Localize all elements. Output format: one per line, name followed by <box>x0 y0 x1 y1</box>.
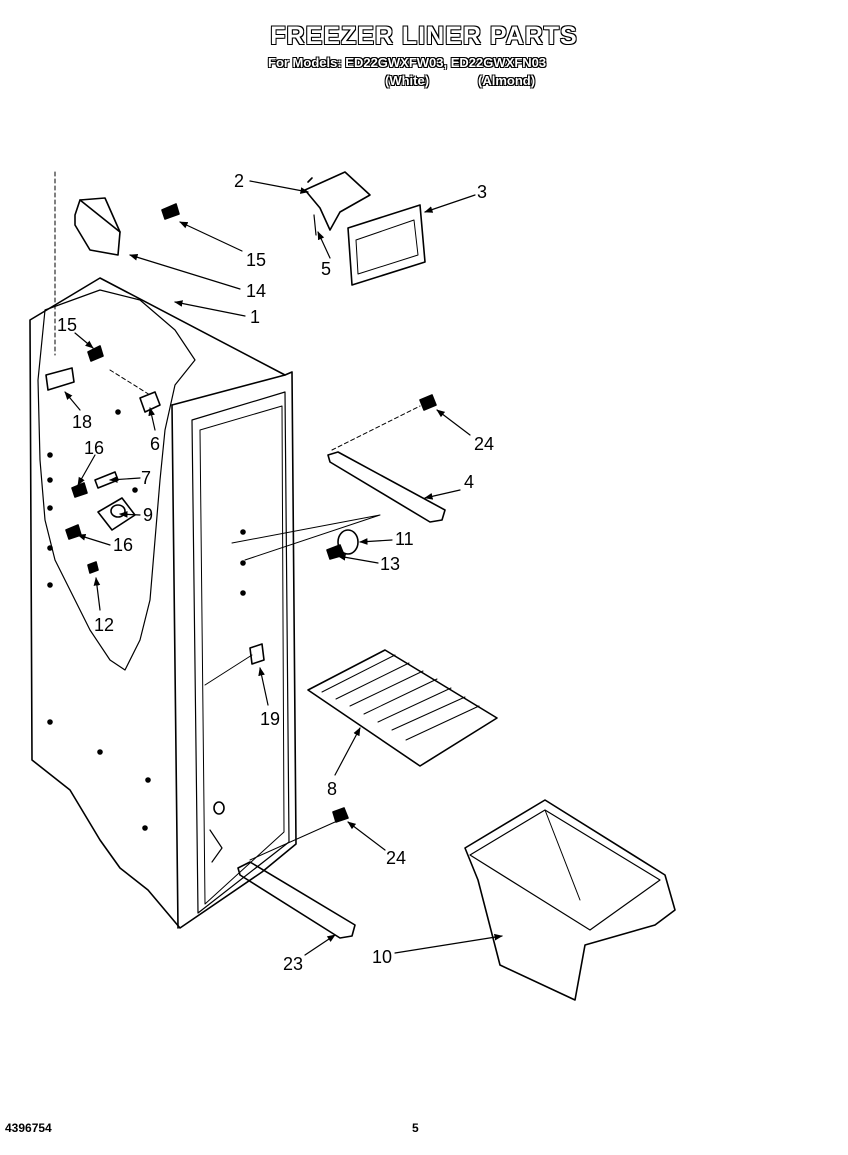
part-24-screw-bottom <box>332 807 349 823</box>
page-title: FREEZER LINER PARTS <box>270 22 578 50</box>
callout-16-upper: 16 <box>84 438 104 458</box>
callout-1: 1 <box>250 307 260 327</box>
callout-19: 19 <box>260 709 280 729</box>
callout-12: 12 <box>94 615 114 635</box>
part-10-bin <box>464 799 676 1001</box>
part-12-screw <box>87 561 99 574</box>
callout-11: 11 <box>395 529 414 549</box>
part-16-screw-upper <box>71 482 88 498</box>
part-2-bracket <box>304 171 371 236</box>
doc-number: 4396754 <box>5 1121 52 1135</box>
part-18-bracket <box>45 367 75 391</box>
callout-24-top: 24 <box>474 434 494 454</box>
part-4-rail <box>327 451 446 523</box>
part-8-shelf <box>307 649 498 767</box>
callout-13: 13 <box>380 554 400 574</box>
callout-18: 18 <box>72 412 92 432</box>
variant-white: (White) <box>385 73 430 88</box>
part-11-13-light <box>326 529 359 560</box>
part-16-screw-lower <box>65 524 82 540</box>
callout-7: 7 <box>141 468 151 488</box>
part-3-cover <box>347 204 426 286</box>
callout-9: 9 <box>143 505 153 525</box>
dashed-guide-top <box>331 405 421 451</box>
part-14-bracket <box>74 197 121 256</box>
part-24-screw-top <box>419 394 437 411</box>
callout-15-left: 15 <box>57 315 77 335</box>
leader-lines <box>64 180 503 956</box>
callout-24-bottom: 24 <box>386 848 406 868</box>
dashed-guide-left <box>109 369 151 396</box>
callout-3: 3 <box>477 182 487 202</box>
callout-16-lower: 16 <box>113 535 133 555</box>
part-6-clip <box>139 391 161 413</box>
part-23-rail <box>237 861 356 939</box>
callout-4: 4 <box>464 472 474 492</box>
page-number: 5 <box>412 1121 419 1135</box>
part-19-clip <box>249 643 265 665</box>
models-line: For Models: ED22GWXFW03, ED22GWXFN03 <box>268 55 547 70</box>
callout-23: 23 <box>283 954 303 974</box>
callout-8: 8 <box>327 779 337 799</box>
part-15-screw-top <box>161 203 180 220</box>
callout-2: 2 <box>234 171 244 191</box>
part-15-screw-left <box>87 345 104 362</box>
dashed-guide-bottom <box>249 821 336 861</box>
callout-14: 14 <box>246 281 266 301</box>
light-outline <box>231 514 381 561</box>
variant-almond: (Almond) <box>478 73 536 88</box>
callout-10: 10 <box>372 947 392 967</box>
callout-6: 6 <box>150 434 160 454</box>
callout-5: 5 <box>321 259 331 279</box>
callout-15-top: 15 <box>246 250 266 270</box>
freezer-liner <box>29 277 297 929</box>
clip-guide <box>204 654 253 686</box>
